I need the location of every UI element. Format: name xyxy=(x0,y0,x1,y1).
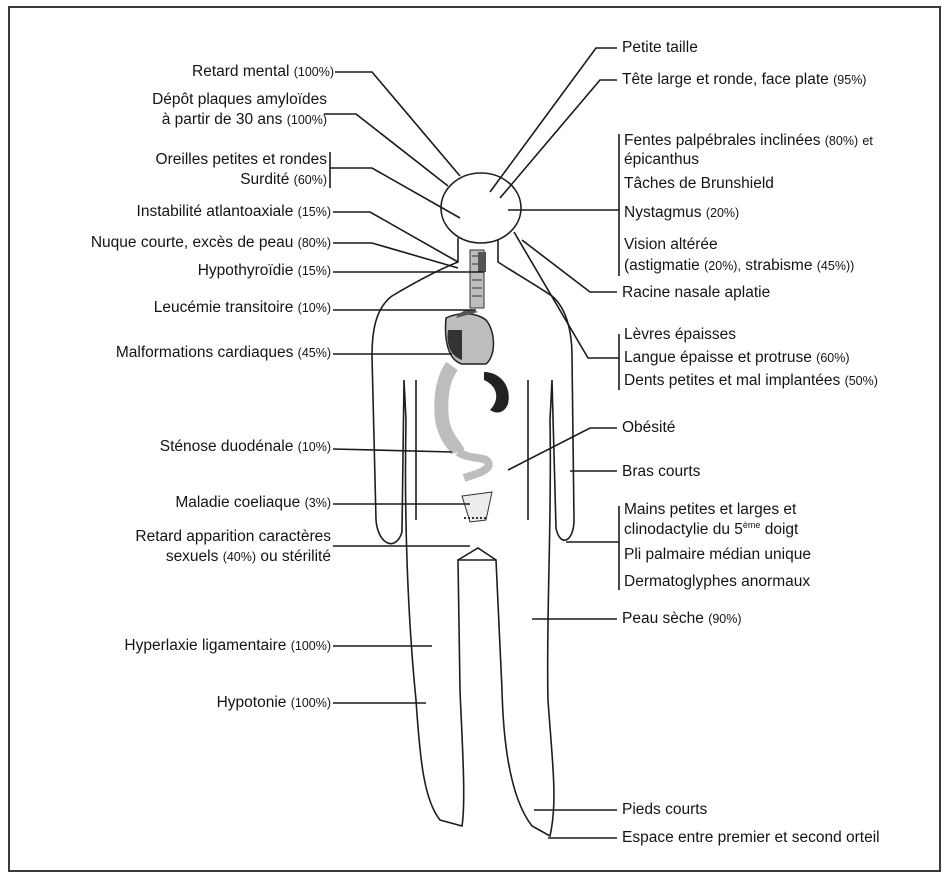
organs xyxy=(441,250,508,522)
label-tete: Tête large et ronde, face plate (95%) xyxy=(622,70,866,90)
label-dermato: Dermatoglyphes anormaux xyxy=(624,572,810,591)
leader-lines xyxy=(324,48,619,838)
label-taches: Tâches de Brunshield xyxy=(624,174,774,193)
label-surdite: Surdité (60%) xyxy=(240,170,327,190)
label-peau: Peau sèche (90%) xyxy=(622,609,742,629)
label-vision-line2: (astigmatie (20%), strabisme (45%)) xyxy=(624,256,854,276)
label-obesite: Obésité xyxy=(622,418,675,437)
label-hypothyroidie: Hypothyroïdie (15%) xyxy=(198,261,331,281)
label-mains-line1: Mains petites et larges et xyxy=(624,500,796,519)
label-oreilles: Oreilles petites et rondes xyxy=(156,150,327,169)
label-nuque: Nuque courte, excès de peau (80%) xyxy=(91,233,331,253)
label-pieds: Pieds courts xyxy=(622,800,707,819)
label-levres: Lèvres épaisses xyxy=(624,325,736,344)
label-stenose: Sténose duodénale (10%) xyxy=(160,437,331,457)
thyroid-icon xyxy=(478,252,486,272)
label-racine: Racine nasale aplatie xyxy=(622,283,770,302)
label-mains-line2: clinodactylie du 5ème doigt xyxy=(624,520,798,539)
label-coeliaque: Maladie coeliaque (3%) xyxy=(175,493,331,513)
label-hypotonie: Hypotonie (100%) xyxy=(217,693,331,713)
stomach-icon xyxy=(484,372,509,412)
label-fentes-line2: épicanthus xyxy=(624,150,699,169)
label-petite-taille: Petite taille xyxy=(622,38,698,57)
duodenum-icon xyxy=(441,366,458,452)
label-pli: Pli palmaire médian unique xyxy=(624,545,811,564)
label-nystagmus: Nystagmus (20%) xyxy=(624,203,739,223)
label-dents: Dents petites et mal implantées (50%) xyxy=(624,371,878,391)
label-amyloid-line2: à partir de 30 ans (100%) xyxy=(162,110,327,130)
label-leucemie: Leucémie transitoire (10%) xyxy=(154,298,331,318)
label-langue: Langue épaisse et protruse (60%) xyxy=(624,348,850,368)
label-retard-mental: Retard mental (100%) xyxy=(192,62,334,82)
label-sexuels-line2: sexuels (40%) ou stérilité xyxy=(166,547,331,567)
label-hyperlaxie: Hyperlaxie ligamentaire (100%) xyxy=(124,636,331,656)
label-fentes-line1: Fentes palpébrales inclinées (80%) et xyxy=(624,131,873,151)
label-sexuels-line1: Retard apparition caractères xyxy=(135,527,331,546)
label-cardiaques: Malformations cardiaques (45%) xyxy=(116,343,331,363)
label-vision-line1: Vision altérée xyxy=(624,235,718,254)
label-instabilite: Instabilité atlantoaxiale (15%) xyxy=(137,202,331,222)
label-bras: Bras courts xyxy=(622,462,700,481)
label-espace: Espace entre premier et second orteil xyxy=(622,828,880,847)
label-amyloid-line1: Dépôt plaques amyloïdes xyxy=(152,90,327,109)
intestine-icon xyxy=(458,452,489,478)
